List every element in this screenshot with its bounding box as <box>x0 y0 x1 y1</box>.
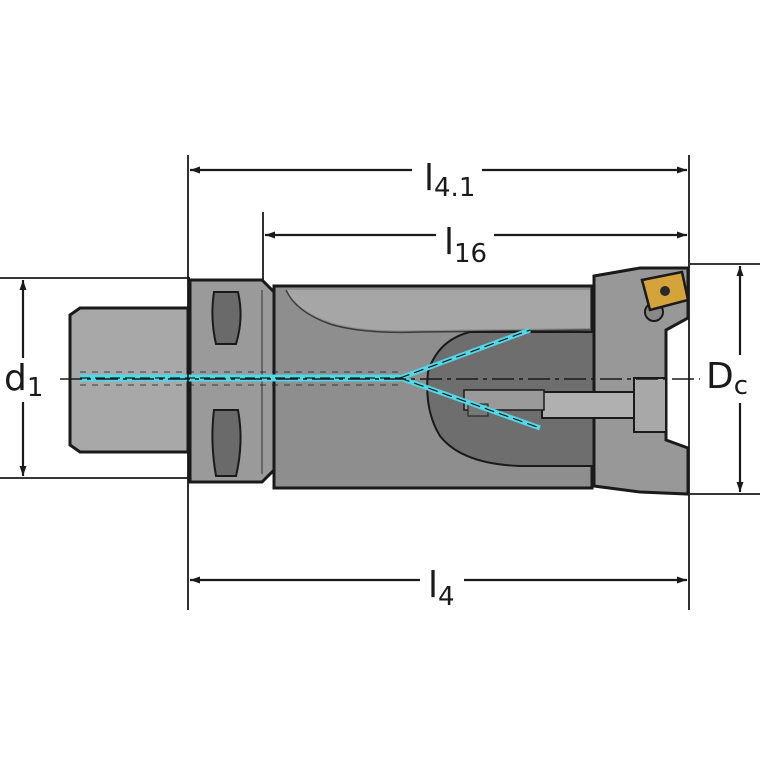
body-shoulder <box>278 290 590 331</box>
dimension-lines <box>19 166 744 584</box>
drive-slot-top <box>211 291 242 345</box>
insert-hole <box>660 286 670 296</box>
adjust-screw <box>541 391 635 419</box>
coolant-channels <box>80 327 541 431</box>
dim-label-dc: Dc <box>706 356 748 401</box>
dim-label-l16: l16 <box>444 222 487 269</box>
dim-label-l4: l4 <box>428 565 455 612</box>
dim-label-l41: l4.1 <box>424 158 475 203</box>
drive-slot-bottom <box>211 409 242 477</box>
extension-lines <box>0 155 760 610</box>
head-block <box>633 377 667 433</box>
dim-label-d1: d1 <box>4 358 43 403</box>
